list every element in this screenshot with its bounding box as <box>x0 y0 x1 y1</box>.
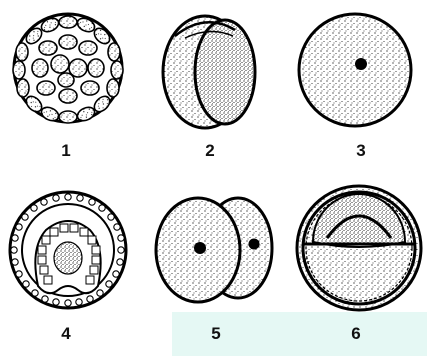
stage-6-label: 6 <box>336 324 376 344</box>
stage-4-label: 4 <box>46 324 86 344</box>
stage-2-four-cell <box>155 8 265 138</box>
stage-2-label: 2 <box>190 141 230 161</box>
stage-6-blastula <box>293 180 427 314</box>
stage-3-zygote <box>290 8 420 138</box>
stage-5-label: 5 <box>196 324 236 344</box>
stage-5-two-cell <box>150 186 280 314</box>
stage-1-label: 1 <box>46 141 86 161</box>
stage-1-morula <box>0 8 140 138</box>
stage-4-gastrula <box>0 186 140 314</box>
stage-3-label: 3 <box>341 141 381 161</box>
